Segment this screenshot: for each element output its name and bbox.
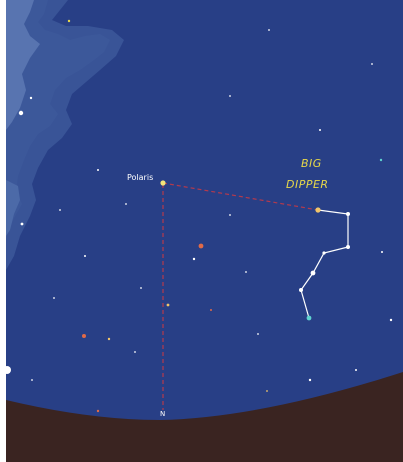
merak-star — [346, 212, 350, 216]
polaris-star — [160, 180, 166, 186]
mizar-star — [299, 288, 303, 292]
milky-way-core — [6, 0, 40, 130]
left-margin — [0, 0, 6, 462]
megrez-star — [322, 251, 326, 255]
milky-way-faint — [6, 0, 124, 270]
phecda-star — [346, 245, 350, 249]
alioth-star — [310, 270, 316, 276]
pointer-line — [162, 182, 319, 211]
dubhe-star — [315, 207, 321, 213]
north-label: N — [160, 410, 165, 418]
dipper-label: DIPPER — [286, 178, 329, 191]
polaris-label: Polaris — [127, 173, 153, 182]
milky-way-lower — [6, 180, 20, 236]
big-label: BIG — [301, 157, 322, 170]
ground-horizon — [6, 372, 403, 462]
alkaid-star — [306, 315, 312, 321]
background-stars — [3, 19, 393, 413]
